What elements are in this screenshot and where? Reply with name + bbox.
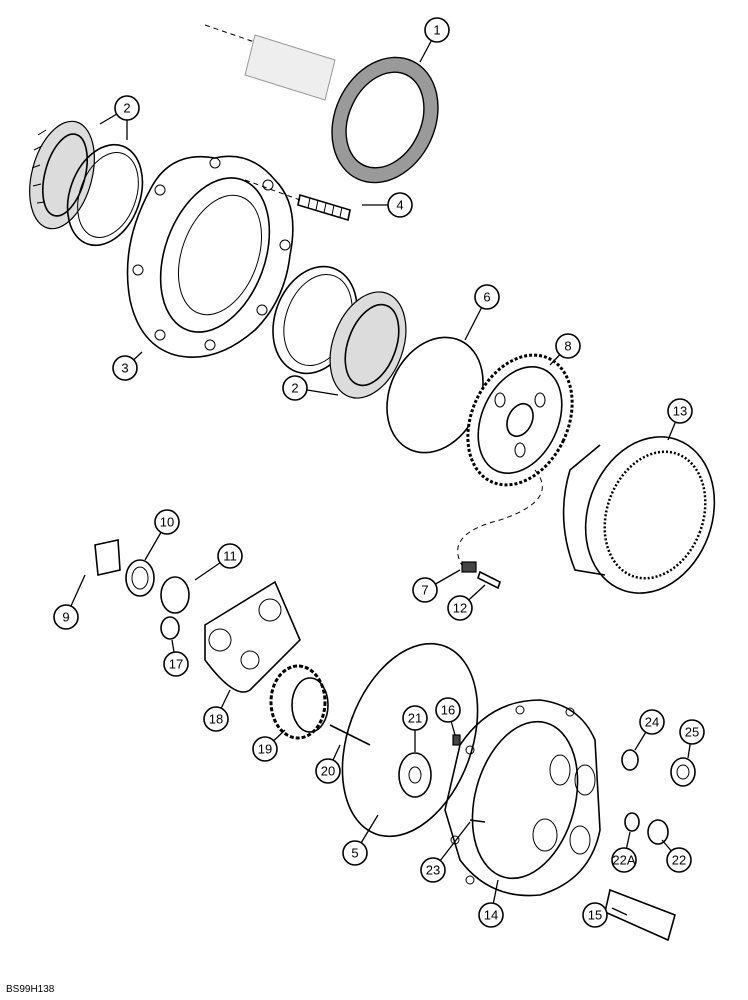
callout-18: 18 (203, 706, 229, 732)
callout-22: 22 (666, 847, 692, 873)
callout-17: 17 (163, 651, 189, 677)
svg-text:19: 19 (258, 742, 272, 757)
shaft-part-20 (329, 724, 371, 746)
nut-part-25 (670, 757, 696, 787)
bolt-part-23 (469, 819, 486, 823)
retaining-ring-part-11 (160, 576, 190, 614)
svg-text:16: 16 (441, 703, 455, 718)
callout-13: 13 (667, 398, 693, 424)
svg-text:22A: 22A (612, 853, 635, 868)
assembly-path-7 (457, 469, 543, 571)
svg-text:14: 14 (484, 908, 498, 923)
svg-text:7: 7 (421, 583, 428, 598)
callout-9: 9 (53, 604, 79, 630)
washer-part-24 (621, 749, 639, 771)
svg-text:20: 20 (321, 764, 335, 779)
lock-plate-part-9 (94, 539, 121, 576)
svg-text:25: 25 (685, 725, 699, 740)
callout-22a: 22A (611, 847, 637, 873)
callout-1: 1 (424, 17, 450, 43)
o-ring-part-5 (341, 642, 479, 838)
screw-part-7 (461, 561, 477, 573)
callout-4: 4 (387, 192, 413, 218)
svg-text:22: 22 (672, 853, 686, 868)
bearing-cup-upper (66, 143, 144, 247)
callout-11: 11 (217, 543, 243, 569)
pinion-gear-part-19 (269, 664, 329, 740)
ring-part-17 (160, 616, 180, 640)
dowel-part-15 (604, 888, 676, 942)
callout-7: 7 (412, 577, 438, 603)
callout-15: 15 (582, 902, 608, 928)
carrier-gear-part-8 (466, 353, 574, 487)
svg-text:15: 15 (588, 908, 602, 923)
callout-2-lower: 2 (282, 375, 308, 401)
bolt-part-12 (477, 570, 501, 590)
planetary-cover-part-14 (444, 699, 601, 897)
svg-text:18: 18 (209, 712, 223, 727)
ring-gear-part-13 (562, 436, 716, 594)
plate-part-18 (204, 580, 301, 693)
svg-text:13: 13 (673, 404, 687, 419)
washer-part-10 (125, 559, 155, 597)
plug-part-22 (647, 819, 669, 845)
axle-shaft-ghost (204, 24, 336, 101)
svg-text:2: 2 (291, 381, 298, 396)
callout-21: 21 (402, 705, 428, 731)
svg-text:11: 11 (223, 549, 237, 564)
callout-25: 25 (679, 719, 705, 745)
callout-12: 12 (447, 595, 473, 621)
wheel-hub-part-3 (126, 155, 294, 358)
callout-14: 14 (478, 902, 504, 928)
callout-19: 19 (252, 736, 278, 762)
bearing-cone-upper (29, 120, 95, 230)
callout-23: 23 (420, 857, 446, 883)
svg-text:12: 12 (453, 601, 467, 616)
callout-2-upper: 2 (114, 95, 140, 121)
svg-text:1: 1 (433, 23, 440, 38)
svg-text:3: 3 (121, 361, 128, 376)
callout-20: 20 (315, 758, 341, 784)
bearing-cone-lower (329, 291, 407, 399)
stud-part-4 (244, 179, 351, 222)
callout-6: 6 (474, 284, 500, 310)
svg-text:6: 6 (483, 290, 490, 305)
callout-16: 16 (435, 697, 461, 723)
seal-part-1 (331, 56, 439, 184)
svg-text:8: 8 (564, 339, 571, 354)
drawing-code-label: BS99H138 (6, 984, 55, 995)
svg-text:23: 23 (426, 863, 440, 878)
callout-5: 5 (342, 840, 368, 866)
svg-text:10: 10 (160, 515, 174, 530)
callout-24: 24 (639, 709, 665, 735)
svg-text:24: 24 (645, 715, 659, 730)
svg-text:4: 4 (396, 198, 403, 213)
callout-8: 8 (555, 333, 581, 359)
callout-3: 3 (112, 355, 138, 381)
svg-text:5: 5 (351, 846, 358, 861)
callout-10: 10 (154, 509, 180, 535)
pin-part-16 (452, 734, 461, 746)
svg-text:21: 21 (408, 711, 422, 726)
svg-text:17: 17 (169, 657, 183, 672)
svg-text:2: 2 (123, 101, 130, 116)
thrust-washer-part-21 (398, 752, 432, 798)
o-ring-part-22a (624, 812, 640, 832)
svg-text:9: 9 (62, 610, 69, 625)
